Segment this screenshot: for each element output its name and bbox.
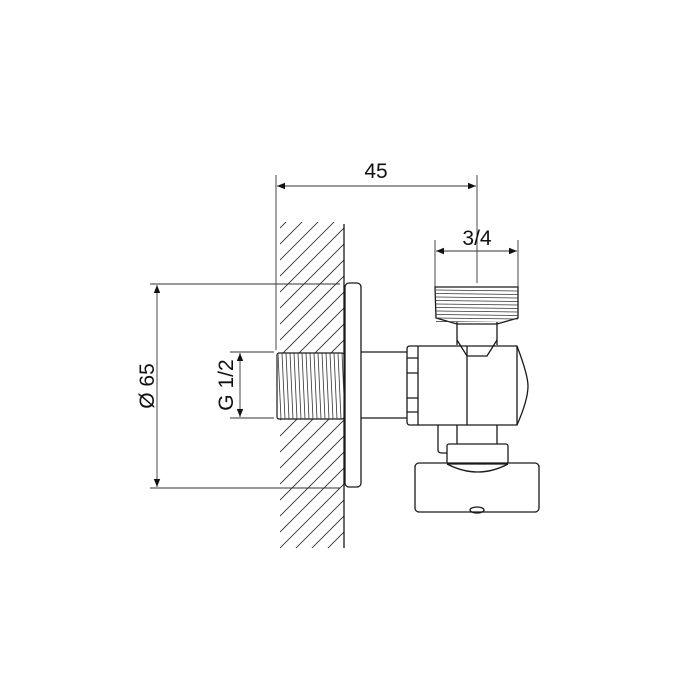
dimension-flange-diameter: Ø 65 xyxy=(136,363,159,409)
hatch-line xyxy=(280,148,344,212)
hatch-line xyxy=(295,499,344,548)
hatch-line xyxy=(436,314,518,316)
dimension-outlet-thread: 3/4 xyxy=(462,227,492,250)
hatch-line xyxy=(297,353,302,419)
hatch-line xyxy=(311,515,344,548)
dimension-inlet-thread: G 1/2 xyxy=(215,359,238,410)
hatch-line xyxy=(436,293,518,295)
hatch-line xyxy=(436,300,518,302)
hatch-line xyxy=(281,353,286,419)
hatch-line xyxy=(280,259,344,325)
valve-body xyxy=(406,286,540,514)
hatch-line xyxy=(341,353,344,406)
wall-flange xyxy=(344,282,362,488)
hatch-line xyxy=(436,310,518,313)
hatch-line xyxy=(317,353,322,419)
hatch-line xyxy=(280,275,344,341)
hatch-line xyxy=(305,353,310,419)
hatch-line xyxy=(337,353,342,419)
hatch-line xyxy=(301,353,306,419)
hatch-line xyxy=(280,116,344,180)
hatch-line xyxy=(436,303,518,306)
hatch-line xyxy=(333,353,338,419)
hatch-line xyxy=(293,353,298,419)
hatch-line xyxy=(278,353,282,419)
hatch-line xyxy=(280,564,344,628)
hatch-line xyxy=(285,353,290,419)
hatch-line xyxy=(280,451,344,517)
hatch-line xyxy=(280,243,344,309)
hatch-line xyxy=(321,353,326,419)
hatch-line xyxy=(327,531,344,548)
hatch-line xyxy=(280,291,344,357)
hatch-line xyxy=(313,353,318,419)
hatch-line xyxy=(289,353,294,419)
hatch-line xyxy=(280,483,344,548)
inlet-thread xyxy=(276,352,345,420)
hatch-line xyxy=(280,222,287,229)
hatch-line xyxy=(280,435,344,501)
hatch-line xyxy=(436,317,518,320)
hatch-line xyxy=(329,353,334,419)
hatch-line xyxy=(280,222,335,277)
hatch-line xyxy=(280,222,303,245)
hatch-line xyxy=(436,296,518,299)
hatch-line xyxy=(325,353,330,419)
hatch-line xyxy=(280,467,344,533)
hatch-line xyxy=(309,353,314,419)
hatch-line xyxy=(436,307,518,309)
hatch-line xyxy=(280,222,319,261)
hatch-line xyxy=(280,419,344,485)
hatch-line xyxy=(280,227,344,293)
hatch-line xyxy=(436,321,510,322)
hatch-line xyxy=(436,289,518,292)
hatch-line xyxy=(343,547,344,548)
dimension-depth: 45 xyxy=(364,160,387,183)
